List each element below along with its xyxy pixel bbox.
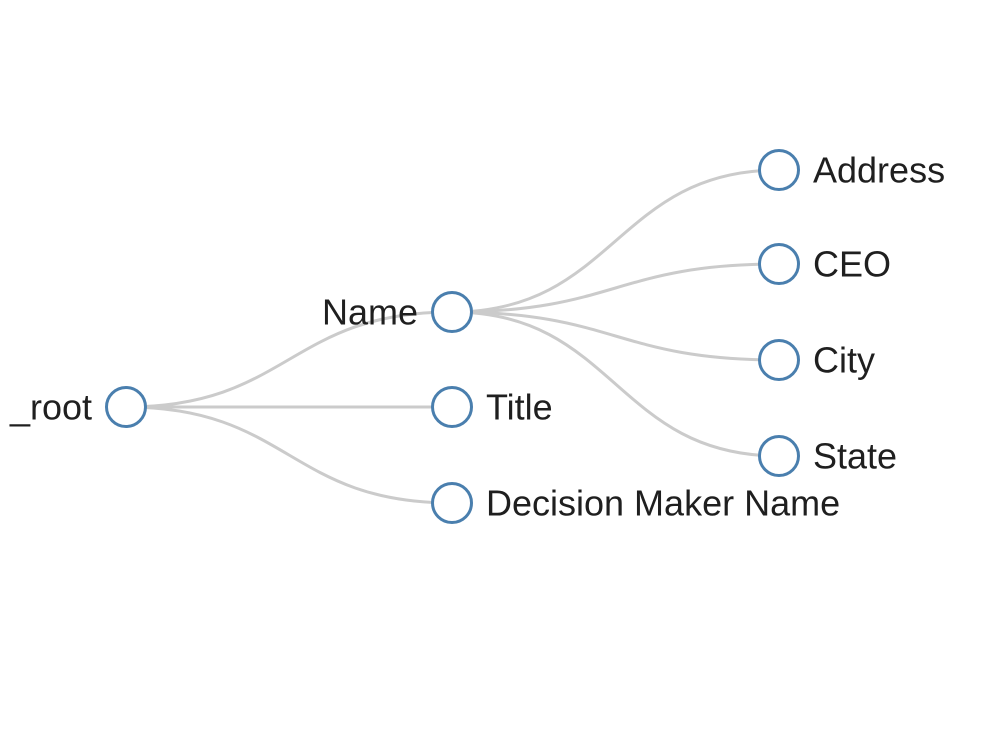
tree-link-name-ceo <box>451 262 780 314</box>
tree-node-label-state: State <box>813 436 897 477</box>
tree-node-address: Address <box>758 149 945 191</box>
tree-node-circle-state[interactable] <box>758 435 800 477</box>
tree-node-label-city: City <box>813 340 875 381</box>
tree-node-ceo: CEO <box>758 243 891 285</box>
tree-node-label-name: Name <box>322 292 418 333</box>
tree-node-label-title: Title <box>486 387 553 428</box>
tree-node-circle-title[interactable] <box>431 386 473 428</box>
tree-node-circle-address[interactable] <box>758 149 800 191</box>
tree-link-name-address <box>451 168 780 314</box>
tree-link-root-name <box>125 310 453 409</box>
tree-node-circle-city[interactable] <box>758 339 800 381</box>
tree-node-title: Title <box>431 386 553 428</box>
tree-node-label-address: Address <box>813 150 945 191</box>
tree-node-label-decision-maker-name: Decision Maker Name <box>486 483 840 524</box>
tree-node-circle-name[interactable] <box>431 291 473 333</box>
tree-node-state: State <box>758 435 897 477</box>
tree-node-circle-root[interactable] <box>105 386 147 428</box>
tree-node-label-ceo: CEO <box>813 244 891 285</box>
tree-node-circle-ceo[interactable] <box>758 243 800 285</box>
tree-link-name-state <box>451 310 780 458</box>
tree-node-city: City <box>758 339 875 381</box>
tree-link-root-decision-maker-name <box>125 405 453 505</box>
tree-node-root: _root <box>9 386 147 428</box>
tree-link-name-city <box>451 310 780 362</box>
tree-links <box>125 168 780 505</box>
tree-node-label-root: _root <box>9 387 92 428</box>
tree-node-name: Name <box>322 291 473 333</box>
tree-node-circle-decision-maker-name[interactable] <box>431 482 473 524</box>
tree-node-decision-maker-name: Decision Maker Name <box>431 482 840 524</box>
